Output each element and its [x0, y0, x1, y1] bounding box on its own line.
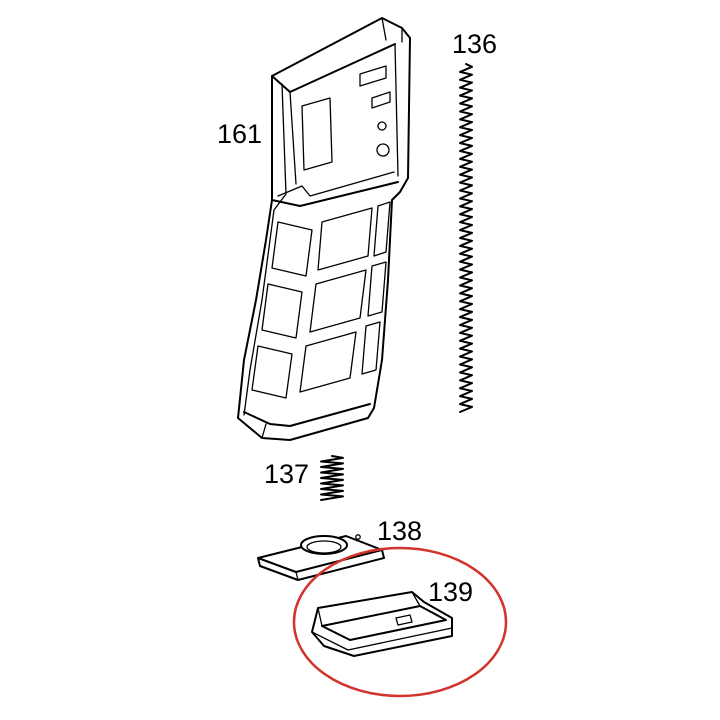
small-spring[interactable] — [320, 455, 344, 501]
part-label-139: 139 — [428, 577, 473, 607]
part-label-136: 136 — [452, 29, 497, 59]
base-plate-insert[interactable] — [257, 534, 385, 581]
part-label-137: 137 — [264, 459, 309, 489]
part-label-161: 161 — [217, 119, 262, 149]
magazine-spring[interactable] — [459, 63, 473, 413]
magazine-body[interactable] — [237, 17, 411, 441]
part-label-138: 138 — [377, 516, 422, 546]
base-plate[interactable] — [311, 591, 453, 657]
highlight-circle — [292, 546, 508, 698]
